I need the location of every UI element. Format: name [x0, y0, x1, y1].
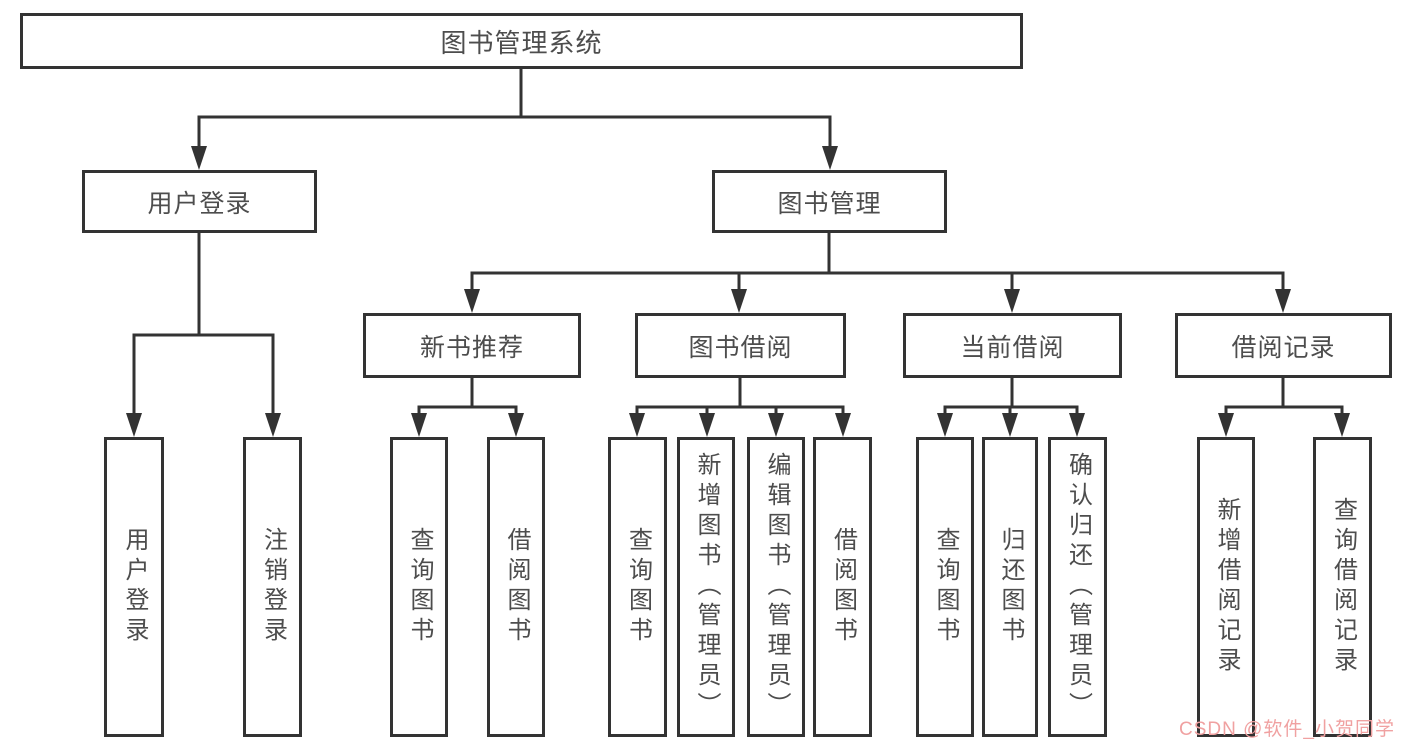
node-label: 用户登录	[147, 189, 252, 218]
node-label: 编辑图书（管理员）	[763, 452, 790, 722]
node-label: 图书借阅	[688, 333, 793, 362]
node-label: 借阅记录	[1231, 333, 1336, 362]
node-leaf-edit-book: 编辑图书（管理员）	[747, 437, 805, 737]
node-leaf-query-book-3: 查询图书	[916, 437, 974, 737]
node-label: 查询借阅记录	[1329, 497, 1357, 677]
node-leaf-borrow-book-1: 借阅图书	[487, 437, 545, 737]
node-label: 当前借阅	[960, 333, 1065, 362]
node-leaf-add-record: 新增借阅记录	[1197, 437, 1255, 737]
node-label: 借阅图书	[829, 527, 857, 647]
node-label: 查询图书	[624, 527, 652, 647]
node-current-borrow: 当前借阅	[903, 313, 1122, 378]
node-label: 归还图书	[997, 527, 1024, 647]
node-label: 用户登录	[121, 527, 148, 647]
node-book-borrow: 图书借阅	[635, 313, 846, 378]
node-leaf-query-book-1: 查询图书	[390, 437, 448, 737]
node-label: 图书管理	[777, 189, 882, 218]
node-leaf-user-login: 用户登录	[104, 437, 164, 737]
node-leaf-borrow-book-2: 借阅图书	[813, 437, 872, 737]
node-label: 新增借阅记录	[1213, 497, 1240, 677]
node-label: 查询图书	[406, 527, 433, 647]
node-label: 注销登录	[259, 527, 287, 647]
node-borrow-records: 借阅记录	[1175, 313, 1392, 378]
node-user-login: 用户登录	[82, 170, 317, 233]
node-leaf-query-book-2: 查询图书	[608, 437, 667, 737]
node-label: 确认归还（管理员）	[1064, 452, 1092, 722]
node-new-book-recommend: 新书推荐	[363, 313, 581, 378]
node-leaf-confirm-return: 确认归还（管理员）	[1048, 437, 1107, 737]
node-root: 图书管理系统	[20, 13, 1023, 69]
node-leaf-add-book: 新增图书（管理员）	[677, 437, 735, 737]
node-label: 新增图书（管理员）	[693, 452, 720, 722]
node-label: 新书推荐	[419, 333, 524, 362]
node-book-management: 图书管理	[712, 170, 947, 233]
csdn-watermark: CSDN @软件_小贺同学	[1179, 719, 1395, 740]
node-leaf-return-book: 归还图书	[982, 437, 1038, 737]
node-label: 借阅图书	[503, 527, 530, 647]
node-label: 查询图书	[932, 527, 959, 647]
node-label: 图书管理系统	[440, 27, 603, 58]
node-leaf-logout: 注销登录	[243, 437, 302, 737]
node-leaf-query-record: 查询借阅记录	[1313, 437, 1372, 737]
